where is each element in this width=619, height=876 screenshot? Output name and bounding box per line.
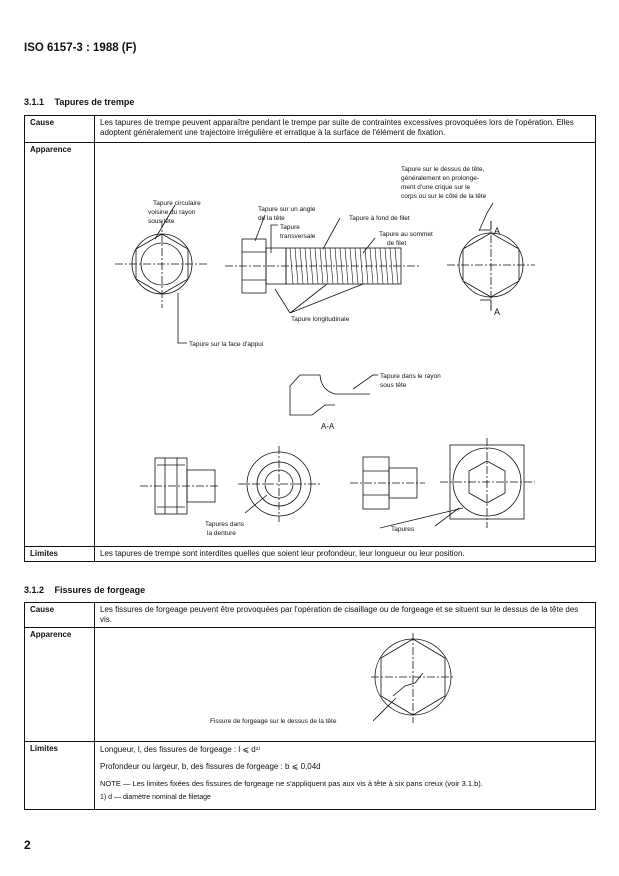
figure-caption: Fissure de forgeage sur le dessus de la … [210,718,337,725]
document-id: ISO 6157-3 : 1988 (F) [24,42,137,54]
cause-label: Cause [24,602,95,628]
section-label-a-a: A-A [321,422,335,431]
appearance-figure-cell: Tapure sur le dessus de tête, généraleme… [94,142,596,547]
appearance-label: Apparence [24,142,95,547]
appearance-label: Apparence [24,627,95,742]
label-tete-4: corps ou sur le côté de la tête [401,193,487,200]
section-mark-bottom: A [494,307,500,317]
cause-label: Cause [24,115,95,143]
label-trans-1: Tapure [280,224,300,231]
appearance-figure-cell: Fissure de forgeage sur le dessus de la … [94,627,596,742]
forging-crack-figure: Fissure de forgeage sur le dessus de la … [210,633,455,725]
section-number: 3.1.2 [24,585,45,595]
label-appui: Tapure sur la face d'appui [189,341,263,348]
label-fond: Tapure à fond de filet [349,215,410,222]
label-circ-3: sous tête [148,218,175,225]
limits-label: Limites [24,546,95,562]
label-tapures: Tapures [391,526,415,533]
label-sommet-1: Tapure au sommet [379,231,433,238]
section-mark-top: A [494,226,500,236]
label-tete-2: généralement en prolonge- [401,175,479,182]
section-heading-3-1-1: 3.1.1 Tapures de trempe [24,97,134,107]
label-rayon-2: sous tête [380,382,407,389]
cause-text: Les tapures de trempe peuvent apparaître… [94,115,596,143]
label-angle-2: de la tête [258,215,285,222]
section-title: Fissures de forgeage [54,585,146,595]
label-denture-1: Tapures dans [205,521,245,528]
page-number: 2 [24,838,31,852]
section-heading-3-1-2: 3.1.2 Fissures de forgeage [24,585,145,595]
limit-depth: Profondeur ou largeur, b, des fissures d… [100,762,321,771]
cause-text: Les fissures de forgeage peuvent être pr… [94,602,596,628]
footnote: 1) d — diamètre nominal de filetage [100,794,211,801]
limits-text: Les tapures de trempe sont interdites qu… [94,546,596,562]
table-tapures-de-trempe: Cause Les tapures de trempe peuvent appa… [24,115,596,562]
section-number: 3.1.1 [24,97,45,107]
limit-length: Longueur, l, des fissures de forgeage : … [100,745,261,754]
limits-label: Limites [24,741,95,810]
label-circ-2: voisine du rayon [148,209,196,216]
label-rayon-1: Tapure dans le rayon [380,373,441,380]
label-sommet-2: de filet [387,240,406,247]
label-tete-1: Tapure sur le dessus de tête, [401,166,485,173]
label-trans-2: transversale [280,233,316,240]
label-denture-2: la denture [207,530,236,537]
forging-crack [392,672,424,697]
label-angle-1: Tapure sur un angle [258,206,316,213]
note: NOTE — Les limites fixées des fissures d… [100,779,483,788]
label-tete-3: ment d'une crique sur le [401,184,471,191]
section-a-a-profile [300,374,370,395]
limits-cell: Longueur, l, des fissures de forgeage : … [94,741,596,810]
quench-crack-figure: Tapure sur le dessus de tête, généraleme… [115,166,535,537]
label-circ-1: Tapure circulaire [153,200,201,207]
label-long: Tapure longitudinale [291,316,350,323]
table-fissures-de-forgeage: Cause Les fissures de forgeage peuvent ê… [24,602,596,810]
section-title: Tapures de trempe [54,97,135,107]
